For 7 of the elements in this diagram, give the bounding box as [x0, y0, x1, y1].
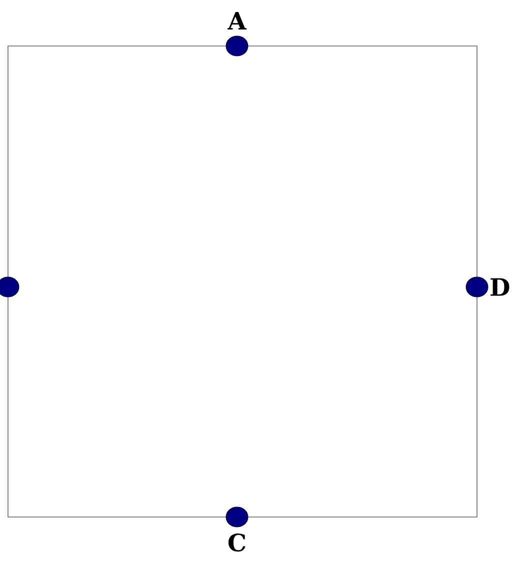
dot	[226, 36, 248, 56]
point-label: D	[490, 278, 510, 296]
point-label: C	[228, 533, 246, 552]
dot	[466, 276, 488, 298]
square-outline	[8, 46, 478, 518]
dot	[226, 506, 248, 528]
point-label: A	[228, 12, 247, 30]
